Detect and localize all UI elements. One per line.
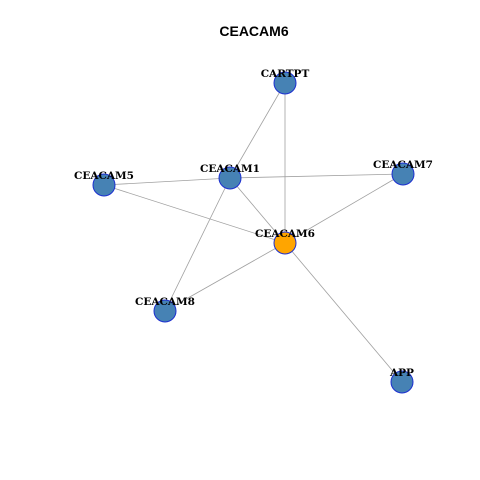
node-circle-ceacam5 [92, 173, 116, 197]
node-circle-ceacam6 [273, 231, 297, 255]
node-label-app: APP [389, 367, 414, 379]
node-circle-ceacam1 [218, 166, 242, 190]
edge-ceacam8-ceacam6 [164, 242, 286, 312]
node-circle-ceacam7 [391, 162, 415, 186]
node-ceacam6: CEACAM6 [255, 228, 315, 255]
node-app: APP [389, 367, 414, 394]
node-label-ceacam1: CEACAM1 [200, 163, 260, 175]
edge-ceacam1-ceacam6 [229, 177, 286, 244]
edge-ceacam5-ceacam6 [103, 184, 286, 244]
node-label-ceacam7: CEACAM7 [373, 159, 433, 171]
edge-ceacam1-ceacam7 [229, 173, 404, 179]
node-circle-ceacam8 [153, 299, 177, 323]
node-circle-app [390, 370, 414, 394]
node-ceacam1: CEACAM1 [200, 163, 260, 190]
node-label-cartpt: CARTPT [261, 68, 310, 80]
node-label-ceacam8: CEACAM8 [135, 296, 195, 308]
edge-ceacam1-ceacam8 [164, 177, 231, 312]
edges-layer [103, 82, 404, 383]
node-label-ceacam6: CEACAM6 [255, 228, 315, 240]
edge-ceacam7-ceacam6 [284, 173, 404, 244]
edge-ceacam6-app [284, 242, 403, 383]
node-ceacam5: CEACAM5 [74, 170, 134, 197]
node-ceacam8: CEACAM8 [135, 296, 195, 323]
edge-cartpt-ceacam1 [229, 82, 286, 179]
node-ceacam7: CEACAM7 [373, 159, 433, 186]
node-cartpt: CARTPT [261, 68, 310, 95]
node-label-ceacam5: CEACAM5 [74, 170, 134, 182]
edge-ceacam5-ceacam1 [103, 177, 231, 186]
diagram-title: CEACAM6 [219, 23, 288, 39]
node-circle-cartpt [273, 71, 297, 95]
